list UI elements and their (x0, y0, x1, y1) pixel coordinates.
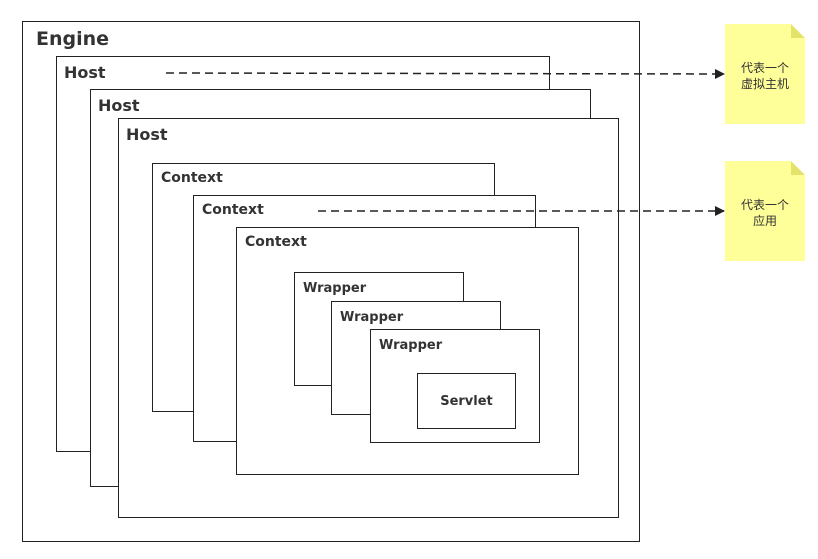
wrapper-label-3: Wrapper (379, 338, 443, 353)
wrapper-label-1: Wrapper (303, 281, 367, 296)
note-fold-icon (791, 24, 805, 38)
host-label-2: Host (98, 96, 140, 115)
context-label-1: Context (161, 170, 223, 186)
engine-label: Engine (36, 28, 110, 50)
host-note: 代表一个 虚拟主机 (725, 24, 805, 124)
note-fold-icon (791, 161, 805, 175)
host-note-text: 代表一个 虚拟主机 (740, 61, 789, 91)
context-note: 代表一个 应用 (725, 161, 805, 261)
servlet-box: Servlet (417, 373, 516, 429)
context-note-text: 代表一个 应用 (740, 198, 789, 228)
servlet-label: Servlet (440, 394, 493, 409)
host-label-3: Host (126, 125, 168, 144)
context-label-3: Context (245, 234, 307, 250)
host-label-1: Host (64, 63, 106, 82)
context-label-2: Context (202, 202, 264, 218)
wrapper-label-2: Wrapper (340, 310, 404, 325)
